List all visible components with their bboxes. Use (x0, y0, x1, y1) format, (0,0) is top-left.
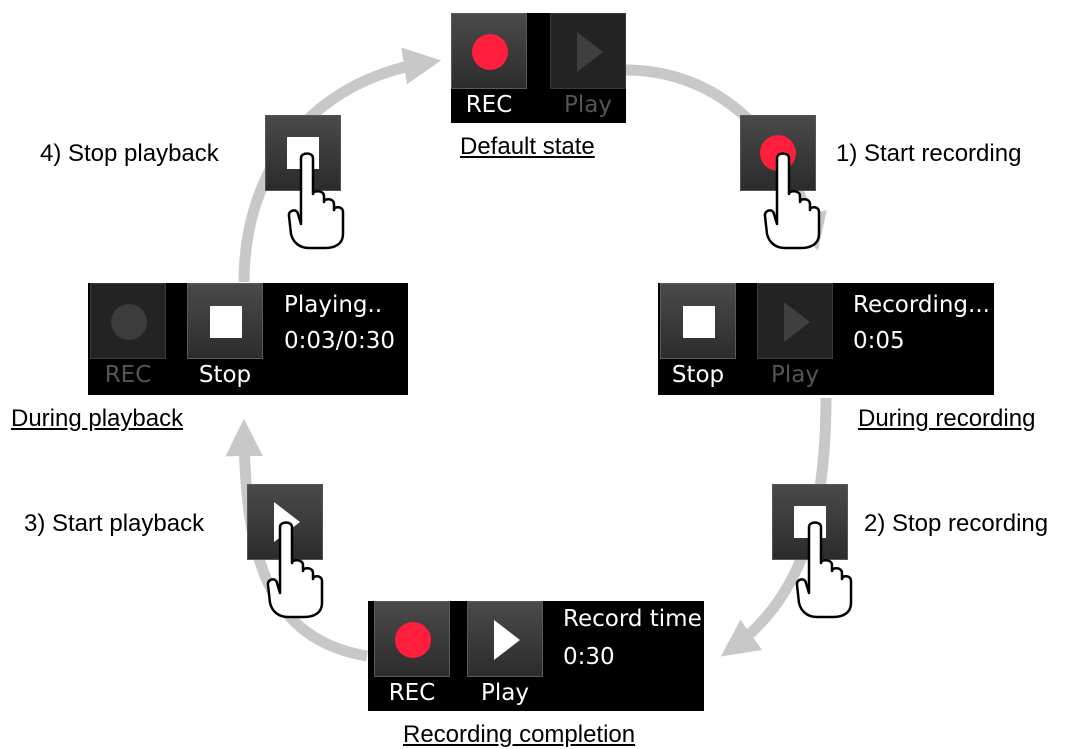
step-start-recording: 1) Start recording (836, 140, 1022, 167)
play-button[interactable] (757, 283, 833, 359)
recording-completion-caption: Recording completion (403, 721, 636, 748)
record-icon (395, 622, 431, 658)
hand-pointer-icon (266, 521, 324, 619)
recording-status: Recording... (853, 292, 990, 318)
during-recording-caption: During recording (858, 405, 1036, 432)
rec-label: REC (104, 362, 152, 388)
rec-label: REC (465, 92, 513, 118)
play-icon (784, 302, 810, 342)
record-time-value: 0:30 (563, 644, 615, 670)
record-icon (472, 34, 508, 70)
stop-icon (210, 306, 242, 338)
hand-pointer-icon (763, 152, 821, 250)
play-icon (494, 620, 520, 660)
step-start-playback: 3) Start playback (24, 510, 205, 537)
playback-status: Playing.. (284, 292, 383, 318)
record-icon (111, 304, 147, 340)
during-recording-panel: Stop Play Recording... 0:05 (658, 283, 994, 395)
play-icon (577, 32, 603, 72)
during-playback-caption: During playback (11, 405, 184, 432)
play-button[interactable] (550, 13, 626, 89)
default-state-caption: Default state (460, 133, 595, 160)
stop-playback-button[interactable] (265, 115, 341, 191)
play-label: Play (771, 362, 819, 388)
rec-label: REC (388, 680, 436, 706)
default-state-panel: REC Play (451, 13, 626, 123)
stop-button[interactable] (660, 283, 736, 359)
rec-button[interactable] (374, 601, 450, 677)
recording-completion-panel: REC Play Record time 0:30 (368, 601, 704, 711)
stop-label: Stop (671, 362, 725, 388)
playback-time: 0:03/0:30 (284, 328, 396, 354)
play-label: Play (564, 92, 612, 118)
play-button[interactable] (467, 601, 543, 677)
hand-pointer-icon (287, 152, 345, 250)
stop-button[interactable] (187, 283, 263, 359)
recording-time: 0:05 (853, 328, 905, 354)
rec-button[interactable] (90, 283, 166, 359)
hand-pointer-icon (795, 521, 853, 619)
stop-label: Stop (198, 362, 252, 388)
rec-button[interactable] (451, 13, 527, 89)
record-time-label: Record time (563, 606, 702, 632)
step-stop-playback: 4) Stop playback (40, 140, 219, 167)
play-label: Play (481, 680, 529, 706)
during-playback-panel: REC Stop Playing.. 0:03/0:30 (88, 283, 408, 395)
step-stop-recording: 2) Stop recording (864, 510, 1049, 537)
stop-icon (683, 306, 715, 338)
